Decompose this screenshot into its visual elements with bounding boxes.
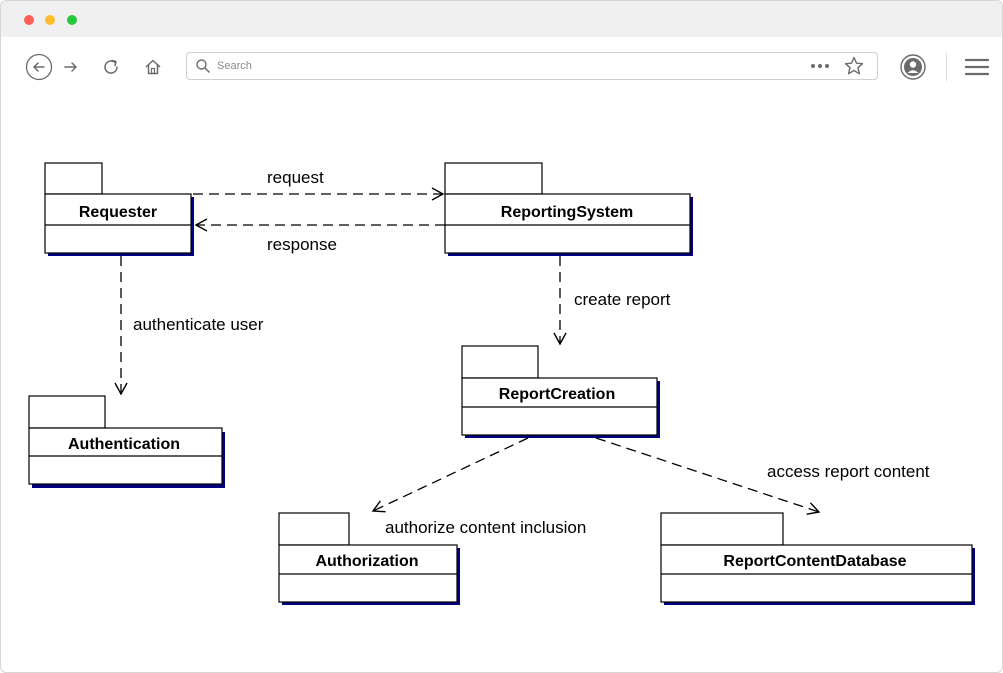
forward-icon[interactable] [61,57,81,77]
dependency-authorize-content-inclusion [371,437,529,513]
package-report-content-database: ReportContentDatabase [660,512,975,605]
package-requester: Requester [44,162,194,256]
package-report-creation: ReportCreation [461,345,660,438]
maximize-window-button[interactable] [67,15,77,25]
reload-icon[interactable] [100,56,122,78]
package-label-authorization: Authorization [315,553,418,570]
label-authorize-content-inclusion: authorize content inclusion [385,518,586,537]
label-authenticate-user: authenticate user [133,315,264,334]
toolbar-divider [946,53,947,81]
url-bar[interactable] [186,52,878,80]
package-reporting-system: ReportingSystem [444,162,693,256]
label-create-report: create report [574,290,671,309]
search-icon [195,58,211,74]
bookmark-star-icon[interactable] [843,55,865,77]
title-bar [1,1,1002,37]
package-label-reporting-system: ReportingSystem [501,204,633,221]
package-authorization: Authorization [278,512,460,605]
label-request: request [267,168,324,187]
diagram-canvas: Requester ReportingSystem Authentication [1,97,1002,672]
package-label-requester: Requester [79,204,157,221]
package-label-report-creation: ReportCreation [499,386,615,403]
label-response: response [267,235,337,254]
browser-toolbar [1,37,1002,97]
account-icon[interactable] [900,54,926,80]
dependency-access-report-content [595,437,821,515]
label-access-report-content: access report content [767,462,930,481]
more-icon[interactable] [809,58,831,74]
minimize-window-button[interactable] [45,15,55,25]
package-authentication: Authentication [28,395,225,488]
close-window-button[interactable] [24,15,34,25]
package-diagram: Requester ReportingSystem Authentication [28,162,975,605]
package-label-authentication: Authentication [68,436,180,453]
menu-icon[interactable] [964,56,990,78]
home-icon[interactable] [142,56,164,78]
package-label-report-content-database: ReportContentDatabase [723,553,906,570]
search-input[interactable] [217,56,777,76]
back-icon[interactable] [25,53,53,81]
